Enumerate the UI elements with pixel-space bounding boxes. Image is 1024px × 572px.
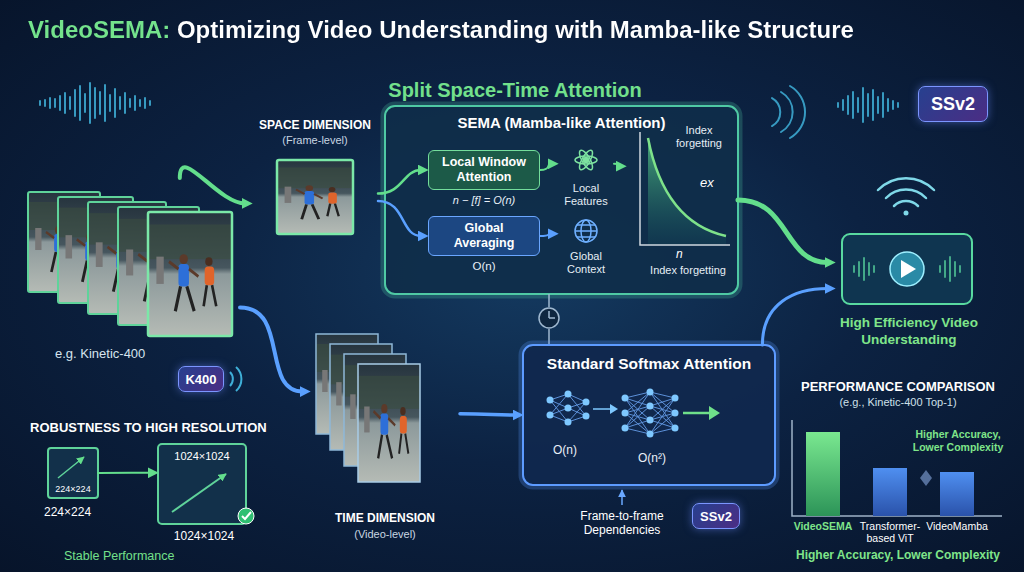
- bar-label: VideoSEMA: [788, 520, 858, 532]
- resolution-text: 1024×1024: [158, 450, 246, 463]
- resolution-text: 224×224: [48, 484, 98, 495]
- section-heading: ROBUSTNESS TO HIGH RESOLUTION: [30, 420, 267, 436]
- axis-label: n: [676, 247, 683, 261]
- dataset-badge: SSv2: [918, 86, 988, 122]
- box-label: Global Averaging: [435, 221, 533, 251]
- forgetting-curve: [640, 132, 730, 245]
- icon-caption: Global Context: [554, 250, 618, 275]
- globe-icon: [575, 220, 597, 242]
- note-label: Frame-to-frame Dependencies: [570, 509, 674, 537]
- bar-label: VideoMamba: [922, 520, 992, 532]
- connector: [378, 201, 421, 236]
- complexity-label: O(n): [428, 259, 540, 273]
- dimension-label: 1024×1024: [158, 529, 250, 543]
- video-frame-stack: [28, 192, 232, 336]
- connector: [460, 414, 516, 415]
- chart-title: PERFORMANCE COMPARISON: [790, 379, 1006, 395]
- note-label: Stable Performance: [64, 549, 174, 564]
- connector: [378, 170, 421, 194]
- time-frame-stack: [316, 334, 420, 482]
- connector: [540, 164, 551, 170]
- dimension-subtitle: (Video-level): [310, 527, 460, 541]
- connector: [614, 164, 620, 166]
- connector: [738, 200, 828, 263]
- connector: [98, 472, 151, 474]
- dimension-title: TIME DIMENSION: [310, 511, 460, 526]
- connector: [540, 234, 551, 236]
- frame-thumbnail-image: [277, 160, 353, 234]
- chart-caption: Higher Accuracy, Lower Complexity: [790, 548, 1006, 562]
- chart-label: Index forgetting: [664, 124, 734, 149]
- forgetting-chart: Index forgettingexnIndex forgetting: [626, 114, 734, 288]
- dataset-note: e.g. Kinetic-400: [55, 346, 145, 361]
- frame-thumbnail: SPACE DIMENSION(Frame-level): [252, 118, 378, 240]
- sema-module: SEMA (Mamba-like Attention) Local Window …: [385, 106, 738, 294]
- sema-panel: [383, 104, 740, 296]
- averaging-box: Global Averaging: [428, 216, 540, 256]
- dimension-subtitle: (Frame-level): [252, 133, 378, 147]
- context-icon-label: Global Context: [558, 214, 614, 280]
- clock-icon: [539, 294, 559, 345]
- icon-caption: Local Features: [554, 182, 618, 207]
- badge-text: K400: [185, 372, 216, 387]
- bar-label: Transformer-based ViT: [856, 520, 924, 544]
- chart-symbol: ex: [700, 176, 714, 190]
- chart-label: Index forgetting: [648, 264, 728, 277]
- dimension-title: SPACE DIMENSION: [252, 118, 378, 133]
- formula-label: n − [f] = O(n): [428, 194, 540, 207]
- output-label: High Efficiency Video Understanding: [835, 314, 983, 348]
- section-heading: Split Space-Time Attention: [312, 78, 718, 102]
- dependency-leader: [622, 490, 623, 505]
- module-title: Standard Softmax Attention: [523, 354, 775, 373]
- connector: [180, 167, 245, 203]
- resolution-box: 224×224: [48, 448, 98, 498]
- video-frames: TIME DIMENSION(Video-level): [310, 325, 460, 547]
- dataset-badge: K400: [178, 366, 224, 392]
- sound-icon: [230, 367, 241, 391]
- chart-subtitle: (e.g., Kinetic-400 Top-1): [790, 396, 1006, 409]
- complexity-label: O(n): [553, 443, 577, 457]
- softmax-panel: [521, 343, 777, 487]
- feature-icon-label: Local Features: [558, 144, 614, 210]
- input-video-frames: e.g. Kinetic-400: [25, 178, 240, 363]
- attention-box: Local Window Attention: [428, 150, 540, 190]
- complexity-label: O(n²): [638, 451, 666, 465]
- box-label: Local Window Attention: [435, 155, 533, 185]
- softmax-module: Standard Softmax AttentionO(n) O(n²): [523, 345, 775, 485]
- dataset-badge: SSv2: [692, 503, 740, 529]
- neural-net-icon: [547, 389, 721, 438]
- connector: [240, 308, 303, 392]
- resolution-box: 1024×1024: [158, 444, 246, 524]
- dimension-label: 224×224: [44, 505, 91, 519]
- chart-note: Higher Accuracy, Lower Complexity: [904, 428, 1012, 453]
- output-block: High Efficiency Video Understanding: [835, 230, 983, 360]
- badge-text: SSv2: [931, 94, 975, 115]
- badge-text: SSv2: [700, 509, 732, 524]
- diagram-title: VideoSEMA: Optimizing Video Understandin…: [28, 14, 854, 46]
- local-features-icon: [575, 148, 597, 171]
- module-title: SEMA (Mamba-like Attention): [385, 106, 738, 132]
- play-screen: [842, 178, 972, 304]
- connector: [762, 289, 828, 346]
